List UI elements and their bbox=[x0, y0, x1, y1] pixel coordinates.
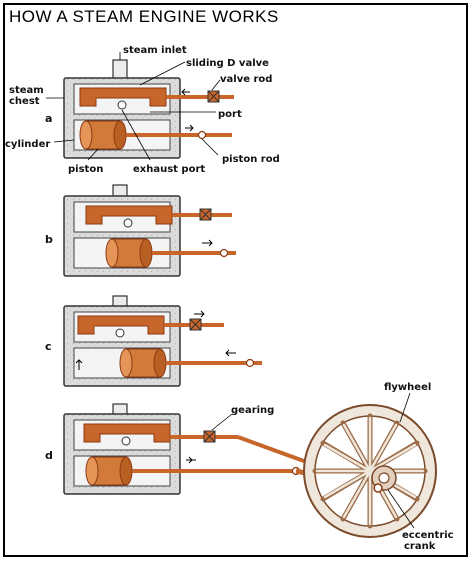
exhaust-port bbox=[115, 328, 125, 338]
label-port: port bbox=[218, 109, 242, 120]
arrow bbox=[186, 456, 196, 464]
d-valve bbox=[77, 315, 165, 335]
arrow bbox=[185, 124, 194, 132]
label-steam-inlet: steam inlet bbox=[123, 45, 187, 56]
piston-rod-joint bbox=[219, 248, 229, 258]
d-valve bbox=[83, 423, 171, 443]
label-piston-rod: piston rod bbox=[222, 154, 280, 165]
d-valve bbox=[85, 205, 173, 225]
exhaust-port bbox=[121, 436, 131, 446]
panel-letter-b: b bbox=[45, 233, 53, 246]
piston bbox=[119, 348, 167, 378]
label-eccentric: eccentric bbox=[402, 530, 454, 541]
exhaust-port bbox=[123, 218, 133, 228]
piston bbox=[85, 456, 133, 486]
label-exhaust-port: exhaust port bbox=[133, 164, 205, 175]
panel-d: gearing flywheel eccentric crank d bbox=[45, 382, 454, 552]
page-title: HOW A STEAM ENGINE WORKS bbox=[9, 7, 279, 26]
panel-letter-c: c bbox=[45, 340, 52, 353]
arrow bbox=[225, 349, 236, 357]
crank-pin bbox=[373, 483, 383, 493]
piston-rod-joint bbox=[197, 130, 207, 140]
piston-rod-joint bbox=[245, 358, 255, 368]
exhaust-port bbox=[117, 100, 127, 110]
label-steam-chest-2: chest bbox=[9, 96, 40, 107]
panel-a: steam inlet sliding D valve valve rod st… bbox=[5, 45, 280, 175]
piston bbox=[105, 238, 153, 268]
label-steam-chest-1: steam bbox=[9, 85, 44, 96]
arrow bbox=[181, 88, 190, 96]
flywheel bbox=[303, 404, 437, 538]
panel-letter-d: d bbox=[45, 449, 53, 462]
label-gearing: gearing bbox=[231, 405, 274, 416]
panel-b: b bbox=[45, 184, 236, 277]
panel-letter-a: a bbox=[45, 112, 52, 125]
label-valve-rod: valve rod bbox=[220, 74, 272, 85]
piston bbox=[79, 120, 127, 150]
label-cylinder: cylinder bbox=[5, 139, 50, 150]
label-flywheel: flywheel bbox=[384, 382, 431, 393]
d-valve bbox=[79, 87, 167, 107]
arrow bbox=[194, 310, 205, 318]
label-piston: piston bbox=[68, 164, 103, 175]
arrow bbox=[75, 359, 83, 370]
label-crank: crank bbox=[404, 541, 436, 552]
panel-c: c bbox=[45, 295, 262, 387]
arrow bbox=[202, 239, 213, 247]
label-sliding-d-valve: sliding D valve bbox=[186, 58, 269, 69]
